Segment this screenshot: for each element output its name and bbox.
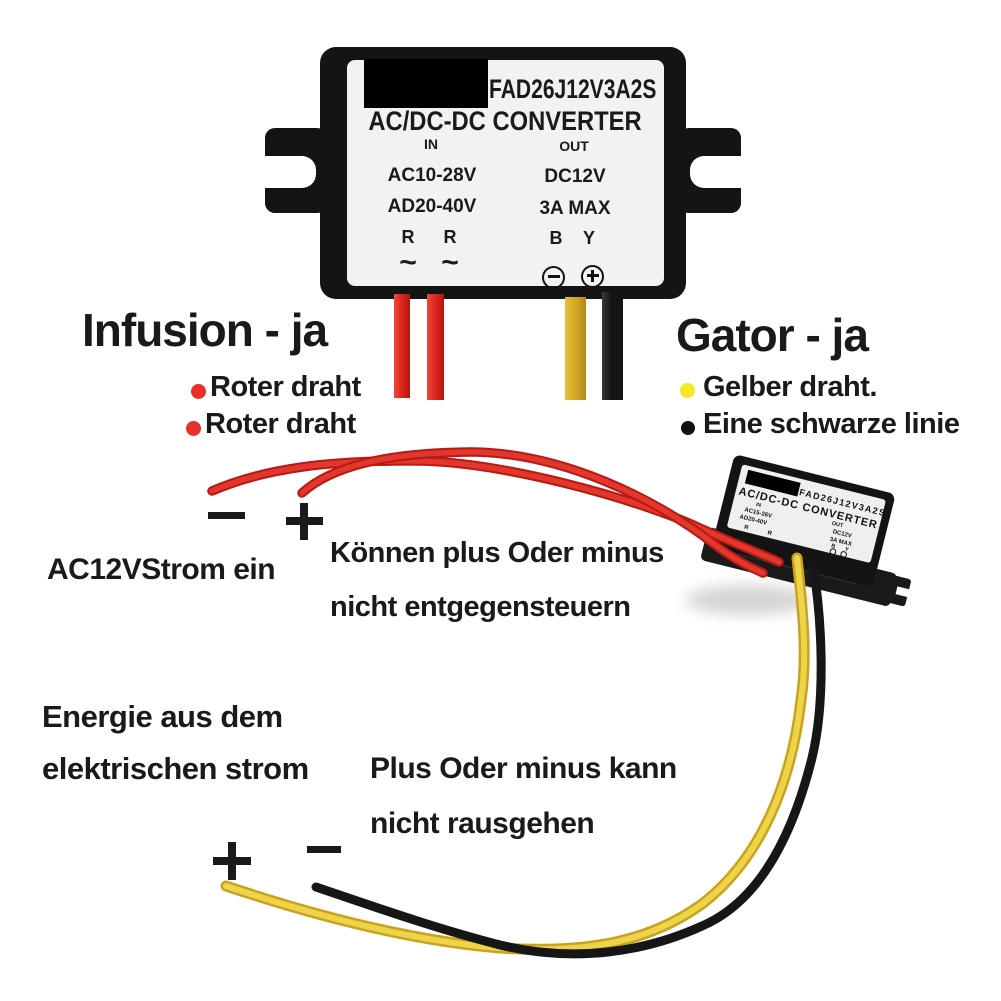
energy-label-line2: elektrischen strom — [42, 751, 309, 786]
left-bullet-1: Roter draht — [210, 371, 361, 403]
right-bullet-1: Gelber draht. — [703, 371, 878, 403]
terminal-r2: R — [443, 227, 457, 247]
model-number: FAD26J12V3A2S — [489, 74, 657, 104]
red-bullet-icon — [186, 421, 201, 436]
right-bullet-2: Eine schwarze linie — [703, 408, 960, 440]
red-bullet-icon — [191, 384, 206, 399]
out-label: OUT — [559, 138, 589, 154]
small-t-r1: R — [743, 525, 749, 532]
small-t-y: Y — [844, 547, 849, 554]
energy-label-line1: Energie aus dem — [42, 699, 283, 734]
minus-symbol-bottom — [307, 846, 341, 853]
red-wire-curve-2 — [297, 447, 768, 578]
out-spec-2: 3A MAX — [539, 198, 611, 219]
small-in-label: IN — [755, 502, 762, 509]
small-out-label: OUT — [831, 521, 844, 530]
converter-label — [727, 464, 886, 563]
device-title: AC/DC-DC CONVERTER — [368, 106, 642, 136]
small-converter-body-group: FAD26J12V3A2S AC/DC-DC CONVERTER IN AC15… — [701, 455, 912, 607]
left-heading: Infusion - ja — [82, 304, 328, 356]
redacted-box — [364, 59, 488, 108]
out-spec-1: DC12V — [544, 166, 606, 187]
converter-shadow — [686, 585, 810, 615]
mount-slot-right — [690, 156, 758, 188]
ac-input-label: AC12VStrom ein — [47, 553, 276, 586]
left-bullet-2: Roter draht — [205, 408, 356, 440]
in-spec-1: AC10-28V — [387, 165, 477, 186]
small-t-r2: R — [767, 530, 773, 537]
ac-symbol-1: ~ — [399, 246, 417, 279]
terminal-y: Y — [582, 228, 595, 248]
mid-note-line1: Können plus Oder minus — [330, 537, 664, 569]
plus-symbol-bottom — [228, 842, 236, 880]
ac-symbol-2: ~ — [441, 246, 459, 279]
yellow-wire-stub — [565, 297, 586, 400]
small-out-spec1: DC12V — [832, 529, 852, 540]
in-label: IN — [424, 136, 438, 152]
mount-slot-left — [248, 156, 316, 188]
black-wire-curve — [311, 560, 826, 959]
yellow-bullet-icon — [680, 383, 695, 398]
minus-symbol-mid — [208, 512, 245, 519]
bottom-note-line2: nicht rausgehen — [370, 807, 595, 840]
in-spec-2: AD20-40V — [387, 196, 477, 217]
bottom-note-line1: Plus Oder minus kann — [370, 752, 677, 785]
plus-circle-icon — [581, 265, 604, 288]
plus-symbol-mid — [300, 503, 308, 540]
mid-note-line2: nicht entgegensteuern — [330, 591, 631, 623]
small-t-b: B — [831, 543, 836, 550]
redacted-box-small — [744, 469, 801, 497]
red-wire-curve-1 — [207, 456, 784, 567]
black-wire-stub — [602, 292, 623, 400]
red-wire-stub-2 — [427, 294, 444, 400]
right-heading: Gator - ja — [676, 309, 869, 361]
small-out-spec2: 3A MAX — [829, 537, 852, 548]
red-wire-stub-1 — [394, 294, 410, 398]
black-bullet-icon — [681, 421, 695, 435]
minus-circle-icon — [542, 266, 565, 289]
terminal-b: B — [549, 228, 563, 248]
terminal-r1: R — [401, 227, 415, 247]
